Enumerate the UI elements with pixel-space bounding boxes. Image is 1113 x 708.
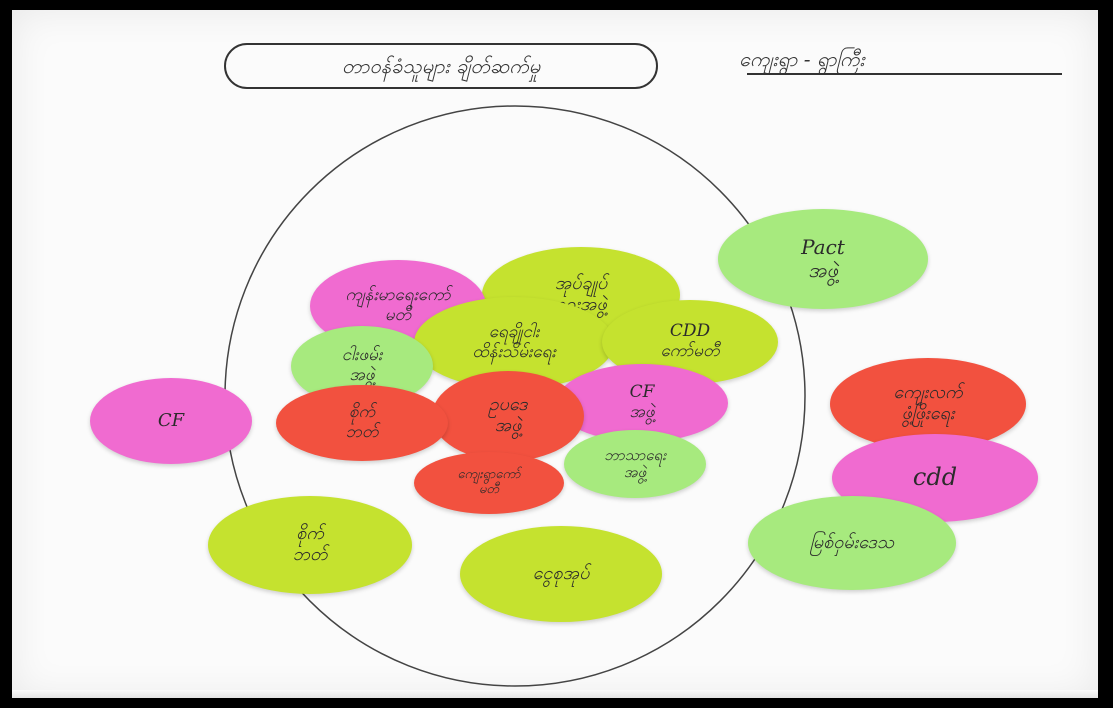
node-village-head-label: ကျေးလက် ဖွံ့ဖြိုးရေး	[893, 382, 963, 424]
node-women-label: ဥပဒေ အဖွဲ့	[488, 394, 528, 436]
village-underline	[747, 73, 1062, 75]
node-village-head: ကျေးလက် ဖွံ့ဖြိုးရေး	[830, 358, 1026, 450]
node-religious: ဘာသာရေး အဖွဲ့	[564, 430, 706, 498]
node-mothers-group: မြစ်ဝှမ်းဒေသ	[748, 496, 956, 590]
node-agri-inner-label: စိုက် ဘတ်	[345, 402, 379, 442]
node-agri-inner: စိုက် ဘတ်	[276, 385, 448, 461]
village-name: ကျေးရွာ - ရွာကြီး	[739, 47, 865, 71]
diagram-title: တာဝန်ခံသူများ ချိတ်ဆက်မှု	[341, 54, 541, 78]
node-religious-label: ဘာသာရေး အဖွဲ့	[604, 445, 666, 481]
node-agri-outer-label: စိုက် ဘတ်	[292, 523, 328, 565]
node-youth-label: ငါးဖမ်း အဖွဲ့	[341, 345, 383, 385]
paper-sheet: တာဝန်ခံသူများ ချိတ်ဆက်မှု ကျေးရွာ - ရွာက…	[12, 10, 1098, 698]
node-village-comm: ကျေးရွာကော် မတီ	[414, 452, 564, 514]
node-cf-inner-label: CF အဖွဲ့	[629, 382, 655, 422]
node-cf-inner: CF အဖွဲ့	[556, 364, 728, 442]
node-cdd-inner-label: CDD ကော်မတီ	[660, 321, 720, 361]
node-health-label: ကျန်းမာရေးကော် မတီ	[345, 285, 451, 325]
node-water-label: ရေချိုငါး ထိန်းသိမ်းရေး	[472, 322, 556, 362]
node-cf-outer-label: CF	[157, 409, 185, 431]
node-savings-label: ငွေစုအုပ်	[532, 562, 590, 584]
node-savings: ငွေစုအုပ်	[460, 526, 662, 622]
title-cloud: တာဝန်ခံသူများ ချိတ်ဆက်မှု	[224, 43, 658, 89]
node-women: ဥပဒေ အဖွဲ့	[432, 371, 584, 461]
node-cf-outer: CF	[90, 378, 252, 464]
node-pact-label: Pact အဖွဲ့	[801, 235, 845, 282]
node-pact: Pact အဖွဲ့	[718, 209, 928, 309]
node-cdd-outer-label: cdd	[912, 463, 958, 492]
node-agri-outer: စိုက် ဘတ်	[208, 496, 412, 594]
node-mothers-group-label: မြစ်ဝှမ်းဒေသ	[809, 531, 895, 553]
node-village-comm-label: ကျေးရွာကော် မတီ	[457, 467, 521, 497]
